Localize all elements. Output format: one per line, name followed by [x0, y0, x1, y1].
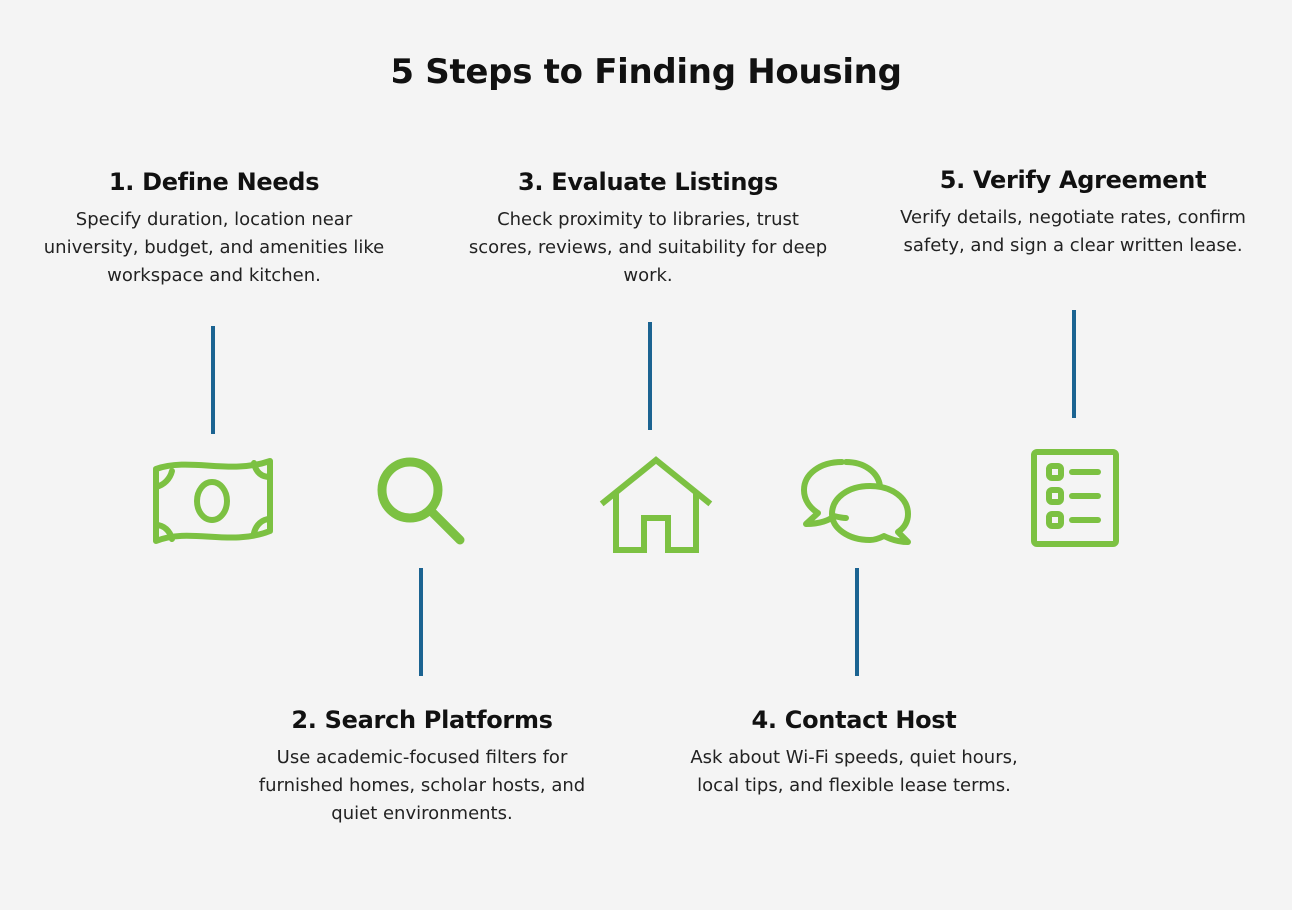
- step-1: 1. Define Needs Specify duration, locati…: [24, 168, 404, 290]
- step-4-title: 4. Contact Host: [751, 706, 957, 734]
- step-5-description: Verify details, negotiate rates, confirm…: [900, 207, 1246, 256]
- step-3-connector: [648, 322, 652, 430]
- step-4-description: Ask about Wi-Fi speeds, quiet hours, loc…: [690, 747, 1018, 796]
- step-3-title: 3. Evaluate Listings: [517, 168, 779, 196]
- step-3: 3. Evaluate Listings Check proximity to …: [458, 168, 838, 290]
- step-5-title: 5. Verify Agreement: [939, 166, 1207, 194]
- step-2: 2. Search Platforms Use academic-focused…: [232, 706, 612, 828]
- step-4: 4. Contact Host Ask about Wi-Fi speeds, …: [664, 706, 1044, 800]
- step-5-connector: [1072, 310, 1076, 418]
- step-3-description: Check proximity to libraries, trust scor…: [468, 209, 828, 286]
- step-1-title: 1. Define Needs: [108, 168, 320, 196]
- step-2-description: Use academic-focused filters for furnish…: [258, 747, 586, 824]
- step-5: 5. Verify Agreement Verify details, nego…: [883, 166, 1263, 260]
- step-2-connector: [419, 568, 423, 676]
- checklist-icon: [1030, 448, 1120, 548]
- step-1-description: Specify duration, location near universi…: [43, 209, 385, 286]
- step-1-connector: [211, 326, 215, 434]
- money-icon: [150, 455, 278, 547]
- step-2-title: 2. Search Platforms: [291, 706, 553, 734]
- house-icon: [598, 454, 714, 554]
- step-4-connector: [855, 568, 859, 676]
- search-icon: [372, 452, 470, 550]
- page-title: 5 Steps to Finding Housing: [390, 52, 902, 92]
- chat-icon: [800, 456, 916, 548]
